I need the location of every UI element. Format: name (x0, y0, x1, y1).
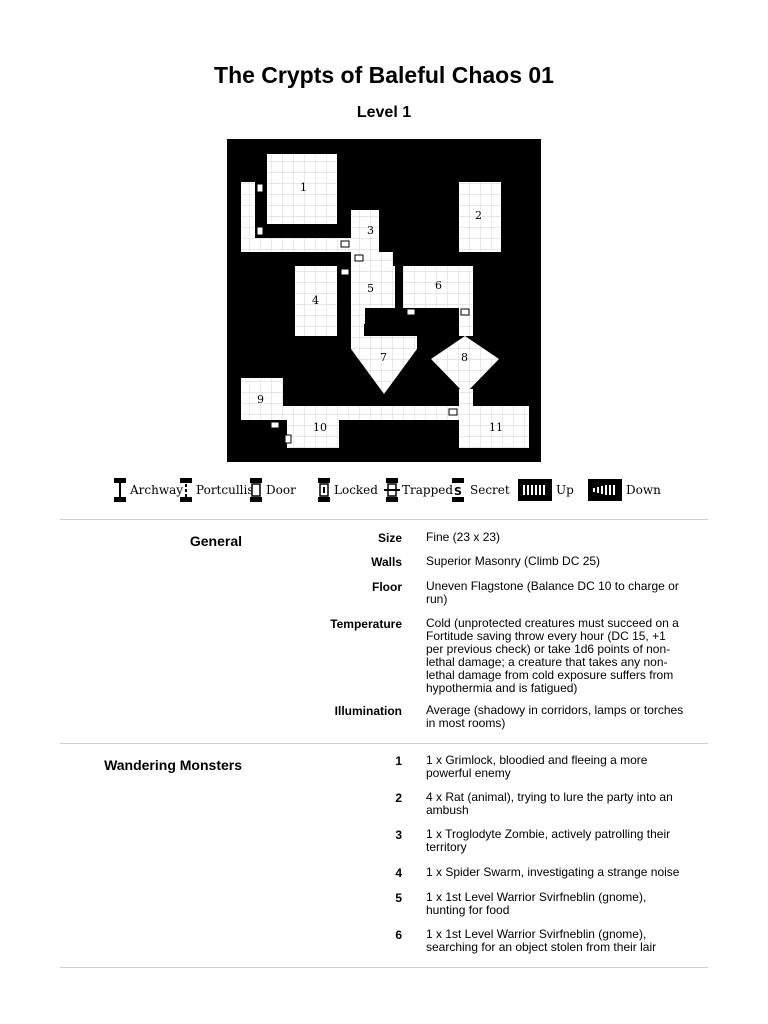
monster-roll: 2 (395, 791, 402, 805)
general-value-floor: Uneven Flagstone (Balance DC 10 to charg… (426, 579, 679, 606)
legend-label: Trapped (402, 483, 453, 497)
section-title-wandering-monsters: Wandering Monsters (104, 757, 242, 773)
section-divider (60, 519, 708, 520)
legend-label: Locked (334, 483, 378, 497)
monster-entry: 1 x 1st Level Warrior Svirfneblin (gnome… (426, 890, 647, 917)
corridor-8-south (459, 389, 473, 411)
svg-text:S: S (454, 485, 462, 498)
corridor-to-7 (351, 308, 365, 336)
general-key-walls: Walls (371, 555, 402, 569)
room-label: 6 (435, 279, 442, 292)
legend-item-portcullis: Portcullis (180, 478, 254, 502)
monster-entry: 1 x Grimlock, bloodied and fleeing a mor… (426, 753, 648, 780)
room-label: 3 (367, 224, 374, 237)
map-legend: Archway Portcullis Door Locked Trapped S… (114, 478, 661, 502)
legend-label: Archway (129, 483, 183, 497)
legend-label: Portcullis (196, 483, 254, 497)
trapped-door-icon (384, 478, 400, 502)
corridor-west (241, 182, 255, 252)
door-icon (256, 226, 264, 236)
door-icon (406, 308, 416, 316)
door-icon (284, 434, 292, 444)
section-title-general: General (189, 533, 242, 549)
room-5 (351, 266, 395, 308)
dungeon-map: 1 2 3 4 5 6 7 8 9 10 11 (227, 139, 541, 462)
monster-roll: 4 (395, 866, 402, 880)
monster-entry: 1 x 1st Level Warrior Svirfneblin (gnome… (426, 927, 657, 954)
general-value-illumination: Average (shadowy in corridors, lamps or … (426, 703, 684, 730)
room-label: 4 (312, 294, 319, 307)
legend-item-trapped: Trapped (384, 478, 453, 502)
monster-roll: 6 (395, 928, 402, 942)
monster-roll: 5 (395, 891, 402, 905)
general-value-walls: Superior Masonry (Climb DC 25) (426, 554, 601, 568)
door-icon (460, 308, 470, 316)
stairs-down-icon (588, 479, 622, 501)
door-icon (340, 268, 350, 276)
door-icon (340, 240, 350, 248)
monster-entry: 1 x Troglodyte Zombie, actively patrolli… (426, 827, 671, 854)
door-icon (256, 183, 264, 193)
general-key-size: Size (377, 531, 402, 545)
room-4 (295, 266, 337, 336)
legend-label: Door (266, 483, 296, 497)
general-key-floor: Floor (372, 580, 402, 594)
monster-roll: 3 (395, 828, 402, 842)
room-label: 9 (257, 393, 264, 406)
secret-door-icon: S (452, 478, 464, 502)
section-divider (60, 743, 708, 744)
locked-door-icon (318, 478, 330, 502)
room-label: 11 (489, 421, 503, 434)
page-title: The Crypts of Baleful Chaos 01 (214, 62, 554, 88)
archway-icon (114, 478, 126, 502)
room-label: 10 (313, 421, 327, 434)
general-value-temperature: Cold (unprotected creatures must succeed… (426, 616, 679, 695)
monster-entry: 1 x Spider Swarm, investigating a strang… (426, 865, 680, 879)
general-value-size: Fine (23 x 23) (426, 530, 501, 544)
monster-entry: 4 x Rat (animal), trying to lure the par… (426, 790, 673, 817)
legend-item-secret: S Secret (452, 478, 510, 502)
room-6 (403, 266, 473, 308)
legend-item-up: Up (518, 479, 574, 501)
room-8 (431, 336, 499, 394)
legend-label: Up (556, 483, 574, 497)
room-7 (351, 336, 417, 394)
room-label: 1 (300, 181, 307, 194)
room-label: 7 (380, 351, 387, 364)
room-2 (459, 182, 501, 252)
monster-roll: 1 (395, 754, 402, 768)
legend-item-down: Down (588, 479, 661, 501)
legend-item-locked: Locked (318, 478, 378, 502)
general-key-temperature: Temperature (330, 617, 402, 631)
room-label: 2 (475, 209, 482, 222)
room-10 (283, 406, 339, 448)
legend-item-archway: Archway (114, 478, 183, 502)
door-icon (270, 421, 280, 429)
section-divider (60, 967, 708, 968)
general-key-illumination: Illumination (334, 704, 402, 718)
stairs-up-icon (518, 479, 552, 501)
room-label: 5 (367, 282, 374, 295)
room-1 (267, 154, 337, 224)
door-icon (250, 478, 262, 502)
corridor-north (241, 238, 353, 252)
legend-item-door: Door (250, 478, 296, 502)
legend-label: Down (626, 483, 661, 497)
room-9 (241, 378, 283, 420)
room-11 (459, 406, 529, 448)
door-icon (354, 254, 364, 262)
door-icon (448, 408, 458, 416)
room-label: 8 (461, 351, 468, 364)
portcullis-icon (180, 478, 192, 502)
legend-label: Secret (470, 483, 510, 497)
page-subtitle: Level 1 (356, 104, 412, 121)
